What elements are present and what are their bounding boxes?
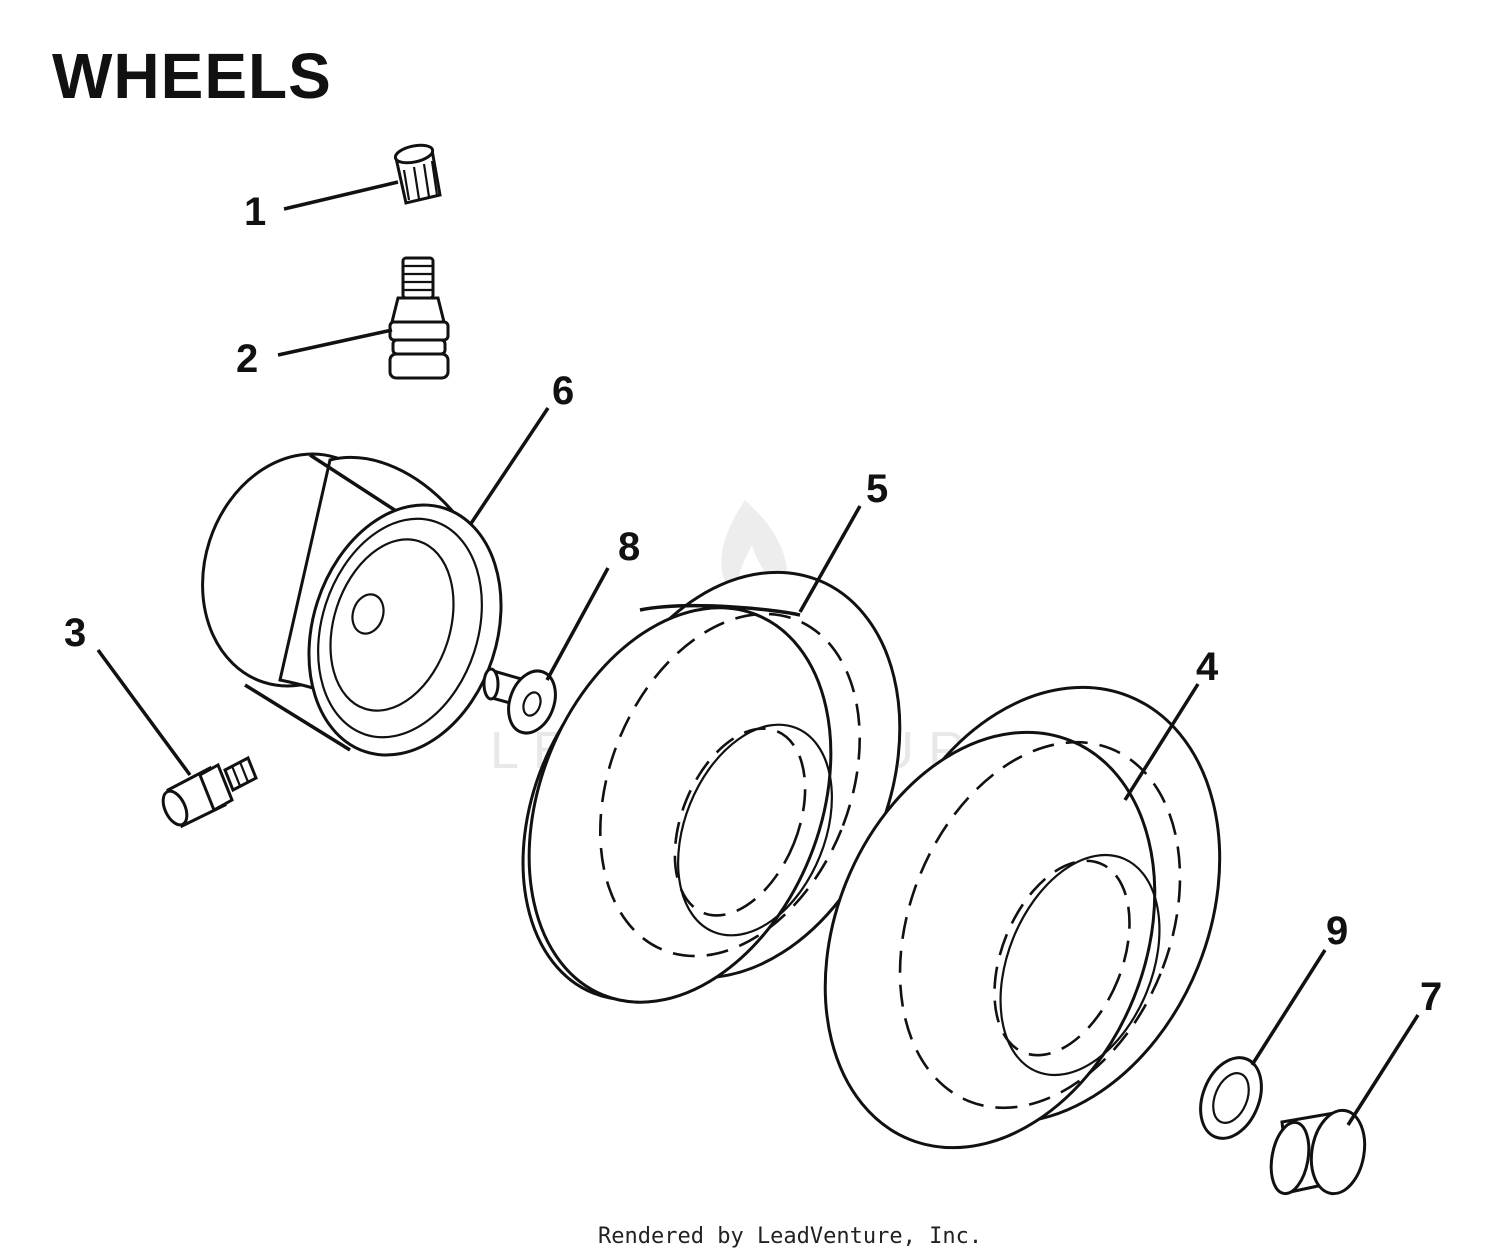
washer-part	[1199, 1056, 1263, 1140]
callout-8: 8	[618, 525, 640, 569]
callout-7: 7	[1420, 975, 1442, 1019]
valve-stem-part	[388, 256, 450, 380]
leader-line-7	[1346, 1014, 1420, 1126]
tire-4-part	[823, 685, 1222, 1150]
callout-3: 3	[64, 611, 86, 655]
leader-line-3	[96, 648, 192, 777]
callouts: 1 2 3 4 5 6 7 8 9	[64, 190, 1442, 1019]
callout-9: 9	[1326, 909, 1348, 953]
leader-line-5	[798, 505, 862, 613]
credit-text: Rendered by LeadVenture, Inc.	[598, 1224, 982, 1249]
leader-line-1	[283, 180, 399, 211]
leader-line-6	[468, 407, 550, 526]
callout-6: 6	[552, 369, 574, 413]
leader-line-4	[1123, 683, 1200, 801]
leader-line-9	[1250, 949, 1327, 1066]
leader-line-8	[545, 567, 610, 681]
bushing-part	[482, 667, 557, 735]
grease-fitting-part	[161, 755, 258, 829]
callout-5: 5	[866, 467, 888, 511]
callout-2: 2	[236, 337, 258, 381]
leader-lines	[96, 180, 1420, 1126]
callout-1: 1	[244, 190, 266, 234]
leader-line-2	[277, 328, 393, 357]
callout-4: 4	[1196, 645, 1219, 689]
hub-cap-part	[1269, 1108, 1367, 1196]
valve-cap-part	[393, 143, 442, 205]
tire-5-part	[521, 570, 902, 1004]
diagram-title: WHEELS	[52, 40, 332, 112]
wheel-rim-part	[201, 452, 503, 757]
